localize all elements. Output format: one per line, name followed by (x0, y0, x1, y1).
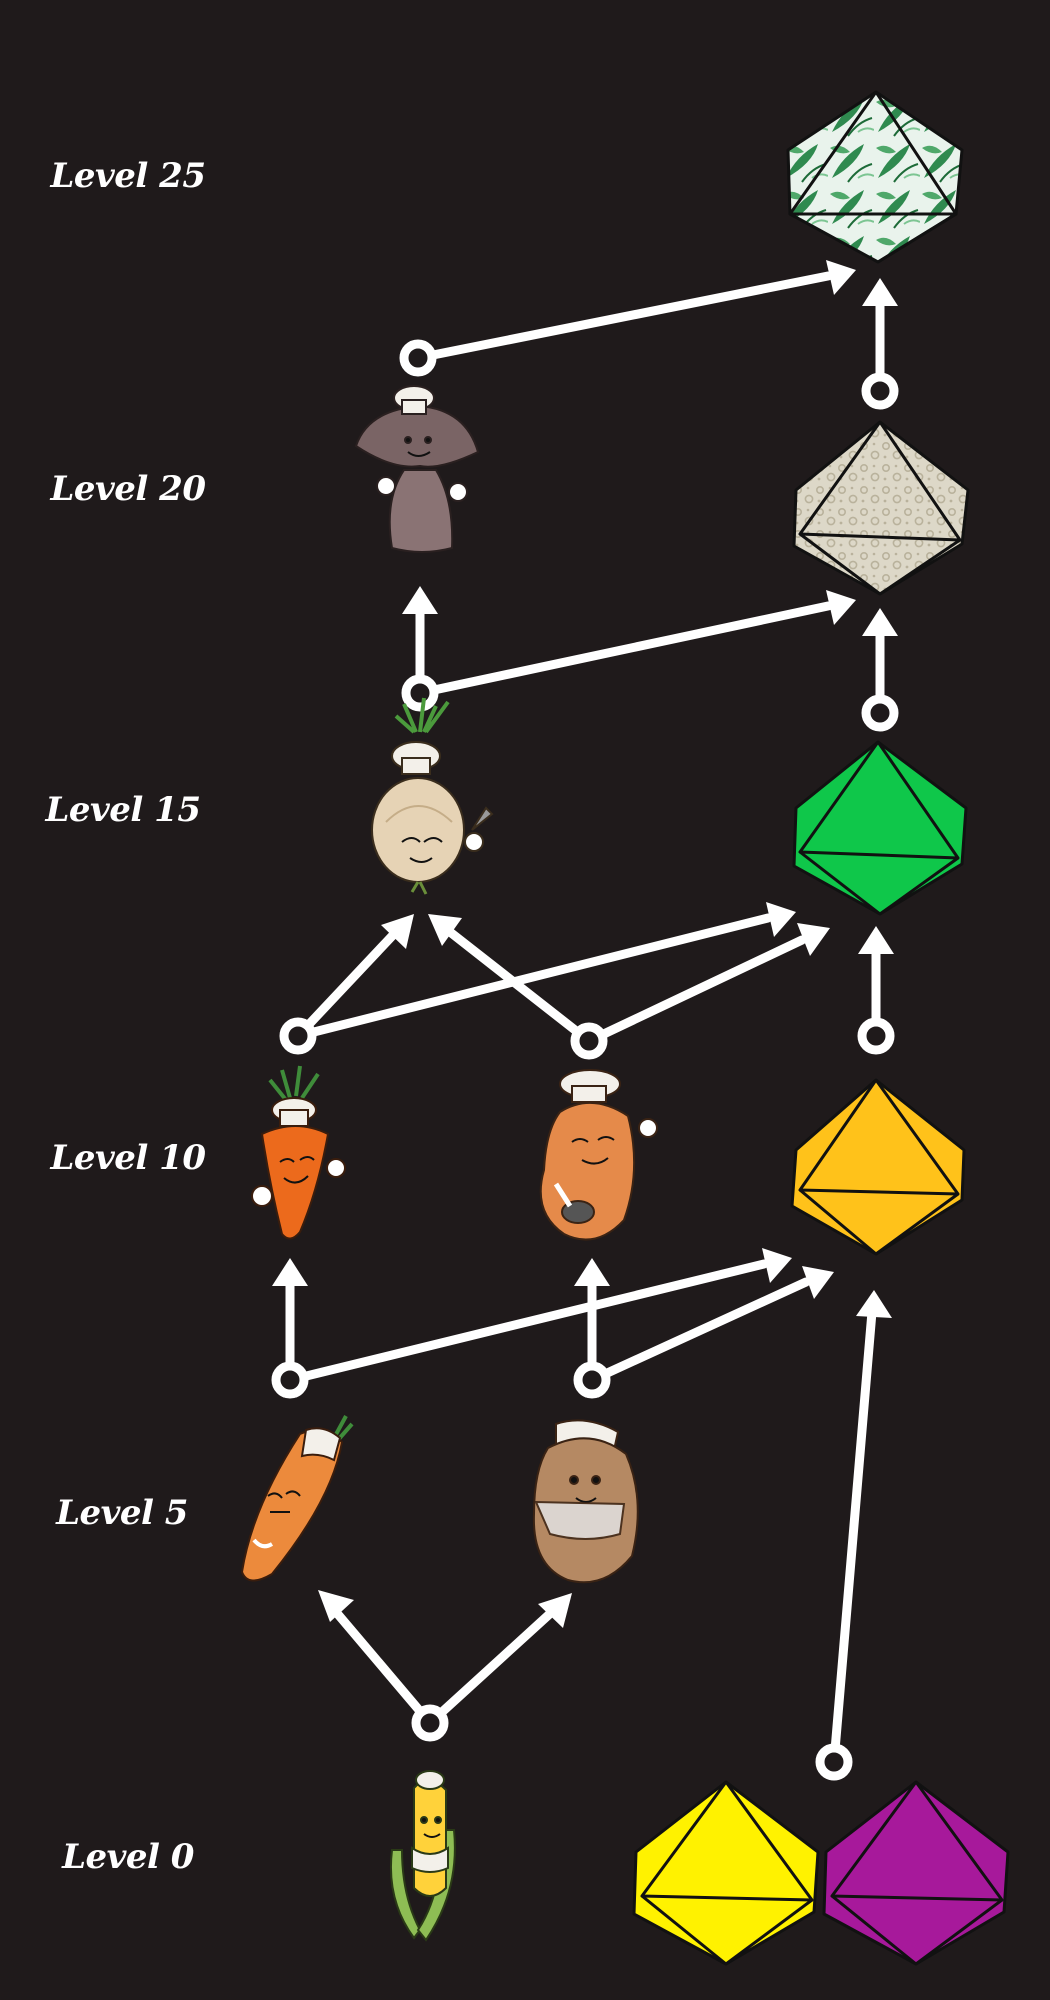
node-corn (411, 1704, 449, 1742)
leaf-pattern-die (786, 90, 964, 264)
corn-character (389, 1770, 456, 1942)
arrow-potato5-to-gold-die (587, 1266, 834, 1385)
node-carrot5 (271, 1361, 309, 1399)
leopard-die (792, 420, 970, 596)
gold-die (790, 1078, 966, 1256)
connector-arrows (271, 260, 899, 1781)
node-potato5 (573, 1361, 611, 1399)
node-carrot10 (279, 1017, 317, 1055)
onion-chef-character (371, 697, 494, 895)
arrow-potato10-to-green-die (584, 923, 830, 1046)
node-green-die (861, 694, 899, 732)
carrot-character-level5 (240, 1415, 354, 1582)
node-potato10 (570, 1022, 608, 1060)
potato-chef-character (539, 1069, 658, 1241)
level-label-10: Level 10 (50, 1138, 207, 1178)
arrow-corn-to-carrot (318, 1590, 435, 1728)
level-label-0: Level 0 (62, 1837, 194, 1877)
arrow-carrot10-to-onion (293, 914, 414, 1041)
arrow-potato10-to-onion (428, 914, 594, 1046)
node-leopard-die (861, 372, 899, 410)
arrow-corn-to-potato (425, 1593, 572, 1728)
dice (632, 90, 1010, 1966)
potato-character-level5 (532, 1419, 639, 1584)
purple-die (822, 1780, 1010, 1966)
arrow-onion-to-leopard-die (415, 590, 856, 698)
carrot-chef-character (251, 1065, 346, 1240)
node-onion (401, 674, 439, 712)
green-die (792, 740, 968, 916)
arrow-carrot10-to-green-die (293, 902, 796, 1041)
level-label-15: Level 15 (45, 790, 202, 830)
arrow-mushroom-to-leaf-die (413, 260, 856, 363)
level-label-25: Level 25 (50, 156, 207, 196)
level-label-5: Level 5 (56, 1493, 188, 1533)
yellow-die (632, 1780, 820, 1966)
mushroom-chef-character (354, 385, 480, 553)
node-gold-die (857, 1017, 895, 1055)
node-mushroom (399, 339, 437, 377)
arrow-dice-to-gold-die (829, 1290, 892, 1767)
level-label-20: Level 20 (50, 469, 207, 509)
node-dice-level0 (815, 1743, 853, 1781)
arrow-carrot5-to-gold-die (285, 1248, 792, 1385)
